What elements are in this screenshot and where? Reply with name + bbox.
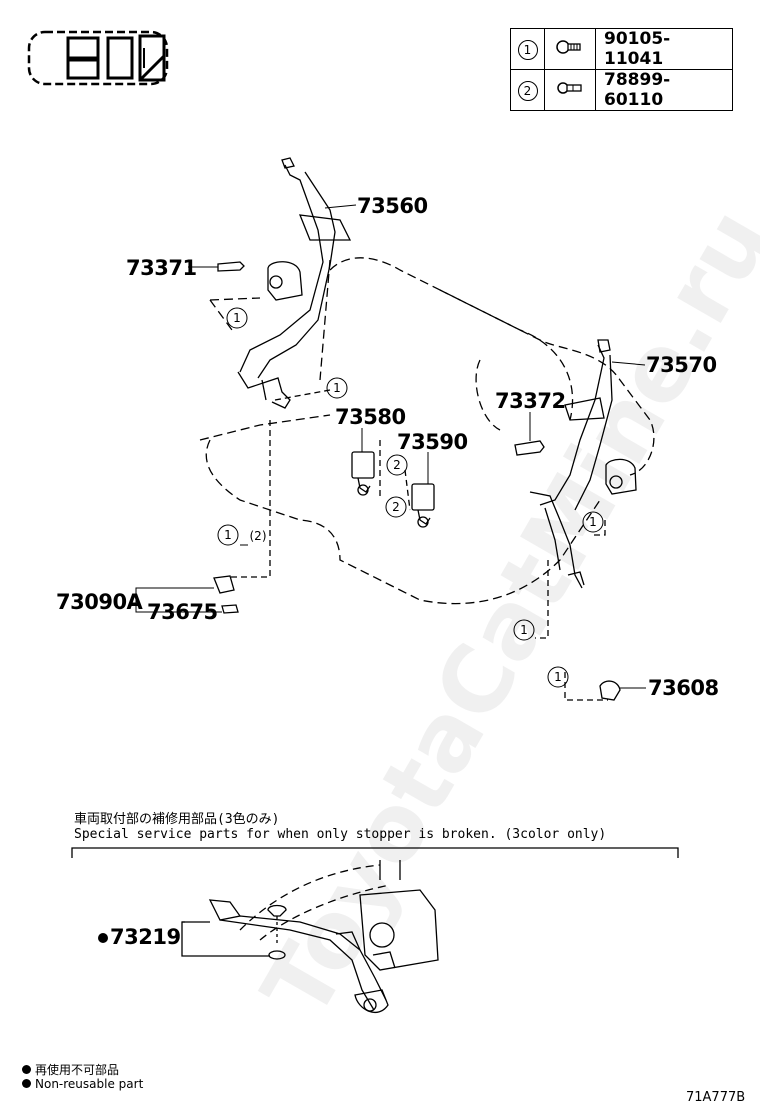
non-reusable-marker — [22, 1065, 31, 1074]
bolt-reference-table: 1 90105-11041 2 78899-60110 — [510, 28, 733, 111]
seat-belt-exploded-diagram: 1 1 2 2 1 1 1 1 (2) — [130, 157, 655, 701]
vehicle-body-outline — [199, 257, 655, 605]
bolt-part-number[interactable]: 78899-60110 — [595, 69, 733, 111]
part-label-73090A[interactable]: 73090A — [56, 590, 143, 614]
guide-73608-shape — [599, 680, 621, 701]
callout-2: 2 — [392, 500, 400, 514]
part-label-73608[interactable]: 73608 — [648, 676, 719, 700]
figure-code: 71A777B — [686, 1090, 746, 1105]
bolt-icon — [544, 28, 596, 70]
part-label-73570[interactable]: 73570 — [646, 353, 717, 377]
special-note-en: Special service parts for when only stop… — [74, 827, 607, 842]
bolt-part-number[interactable]: 90105-11041 — [595, 28, 733, 70]
note-bracket — [71, 847, 679, 858]
seat-belt-73570-shape — [529, 339, 637, 589]
non-reusable-marker — [98, 933, 108, 943]
callout-1: 1 — [233, 311, 241, 325]
stopper-washer-shape — [268, 950, 286, 960]
bolt-row-1: 1 90105-11041 — [510, 28, 733, 70]
callout-1: 1 — [520, 623, 528, 637]
part-label-73580[interactable]: 73580 — [335, 405, 406, 429]
callout-2-suffix: (2) — [250, 529, 267, 543]
stopper-detail-diagram — [181, 860, 439, 1014]
callout-1-marker: 1 — [517, 39, 538, 60]
anchor-73090A-shape — [213, 575, 235, 594]
cover-73371-shape — [217, 261, 245, 272]
callout-1: 1 — [589, 515, 597, 529]
clip-73372-shape — [514, 440, 545, 456]
non-reusable-marker — [22, 1079, 31, 1088]
part-label-73590[interactable]: 73590 — [397, 430, 468, 454]
legend-jp: 再使用不可部品 — [22, 1061, 119, 1078]
bolt-icon — [544, 69, 596, 111]
part-label-73372[interactable]: 73372 — [495, 389, 566, 413]
part-label-73371[interactable]: 73371 — [126, 256, 197, 280]
anchor-cover-73675-shape — [221, 604, 239, 614]
part-label-73675[interactable]: 73675 — [147, 600, 218, 624]
buckle-73580-shape — [351, 451, 375, 496]
bolt-row-2: 2 78899-60110 — [510, 69, 733, 111]
legend-en: Non-reusable part — [22, 1077, 143, 1091]
part-label-73219[interactable]: 73219 — [98, 927, 181, 948]
callout-1: 1 — [554, 670, 562, 684]
part-label-73560[interactable]: 73560 — [357, 194, 428, 218]
buckle-73590-shape — [411, 483, 435, 528]
special-note-jp: 車両取付部の補修用部品(3色のみ) — [74, 812, 280, 827]
callout-1: 1 — [333, 381, 341, 395]
stopper-button-shape — [267, 904, 287, 917]
callout-1: 1 — [224, 528, 232, 542]
vehicle-seat-layout-icon — [27, 30, 169, 86]
seat-belt-73560-shape — [237, 157, 352, 409]
callout-2: 2 — [393, 458, 401, 472]
callout-2-marker: 2 — [517, 80, 538, 101]
